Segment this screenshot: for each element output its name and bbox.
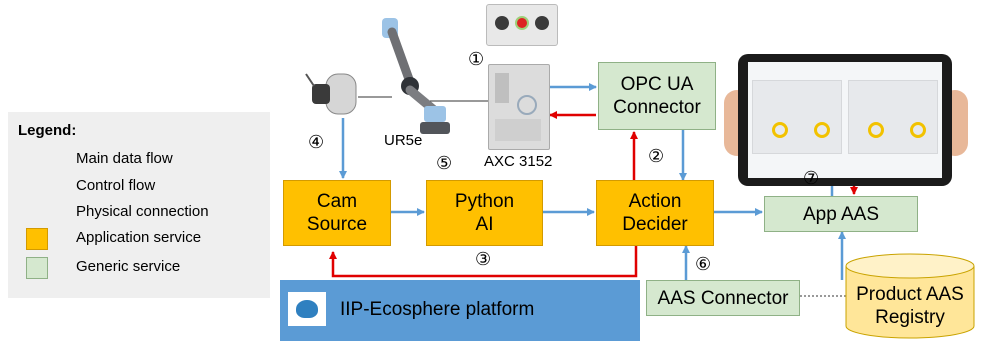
control-flow-action-to-cam: [329, 246, 638, 278]
aas-connector-node: AAS Connector: [646, 280, 800, 316]
axc-controller-image: [488, 64, 550, 150]
product-aas-registry-node: [845, 253, 975, 339]
button-box-image: [486, 4, 558, 46]
camera-image: [305, 73, 357, 115]
legend-item-physical-connection: Physical connection: [76, 203, 209, 220]
legend-panel: Legend: Main data flow Control flow Phys…: [8, 112, 270, 298]
platform-label: IIP-Ecosphere platform: [340, 299, 535, 320]
legend-item-main-data-flow: Main data flow: [76, 150, 173, 167]
step-5-marker: ⑤: [436, 153, 453, 174]
ur5e-robot-image: [382, 18, 450, 134]
app-aas-node: App AAS: [764, 196, 918, 232]
step-7-marker: ⑦: [803, 168, 820, 189]
legend-swatch-application: [26, 228, 48, 250]
legend-title: Legend:: [18, 122, 77, 139]
platform-logo: [288, 292, 326, 326]
legend-item-application-service: Application service: [76, 229, 202, 246]
step-4-marker: ④: [308, 132, 325, 153]
legend-item-generic-service: Generic service: [76, 258, 181, 275]
axc-label: AXC 3152: [484, 153, 553, 170]
step-6-marker: ⑥: [695, 254, 712, 275]
legend-swatch-generic: [26, 257, 48, 279]
ur5e-label: UR5e: [384, 132, 423, 149]
platform-bar: IIP-Ecosphere platform: [280, 280, 640, 341]
step-3-marker: ③: [475, 249, 492, 270]
step-2-marker: ②: [648, 146, 665, 167]
legend-item-control-flow: Control flow: [76, 177, 156, 194]
step-1-marker: ①: [468, 49, 485, 70]
tablet-image: [716, 52, 974, 188]
